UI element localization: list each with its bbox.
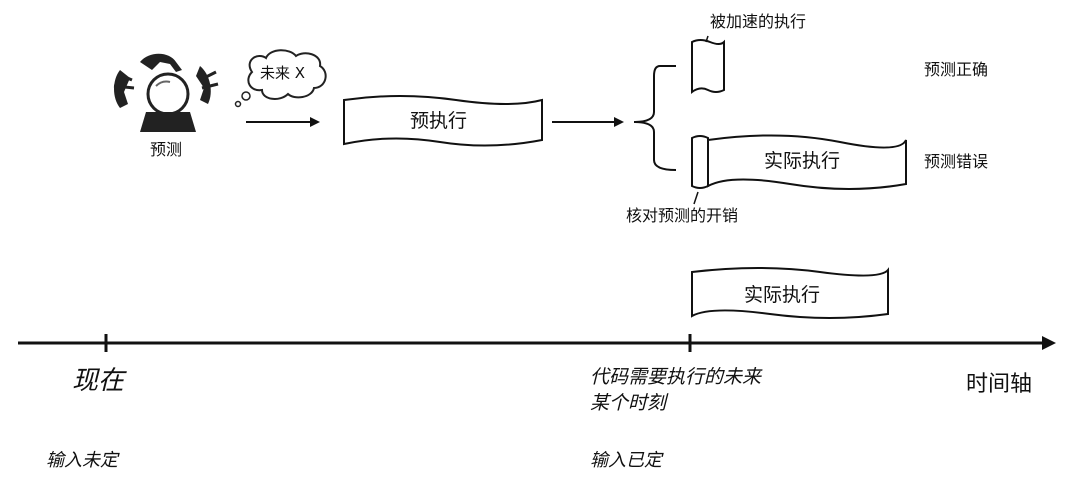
thought-cloud [247,49,327,100]
accelerated-exec-box [691,39,725,94]
check-overhead-strip [691,135,709,189]
now-input-label: 输入未定 [46,450,118,471]
thought-cloud-text: 未来 X [260,64,306,82]
prediction-wrong-label: 预测错误 [924,152,989,171]
pre-exec-box [343,95,543,147]
wizard-label: 预测 [150,140,183,159]
future-label-line1: 代码需要执行的未来 [590,366,762,388]
arrow-to-pre-exec [246,117,320,127]
check-overhead-label: 核对预测的开销 [626,206,739,225]
arrow-to-branch [552,117,624,127]
actual-exec-wrong-box [707,134,907,190]
wizard-crystal-ball-icon [113,53,219,132]
prediction-correct-label: 预测正确 [924,60,989,79]
axis-label: 时间轴 [966,372,1033,397]
actual-exec-bottom-label: 实际执行 [744,284,821,306]
actual-exec-bottom-box [691,267,889,319]
actual-exec-wrong-label: 实际执行 [764,150,841,172]
now-label: 现在 [72,366,125,396]
future-label-line2: 某个时刻 [590,392,667,414]
branch-brace [633,65,677,171]
pre-exec-label: 预执行 [410,110,468,132]
timeline-axis [18,334,1056,352]
accelerated-label: 被加速的执行 [710,12,807,31]
future-input-label: 输入已定 [590,450,662,471]
